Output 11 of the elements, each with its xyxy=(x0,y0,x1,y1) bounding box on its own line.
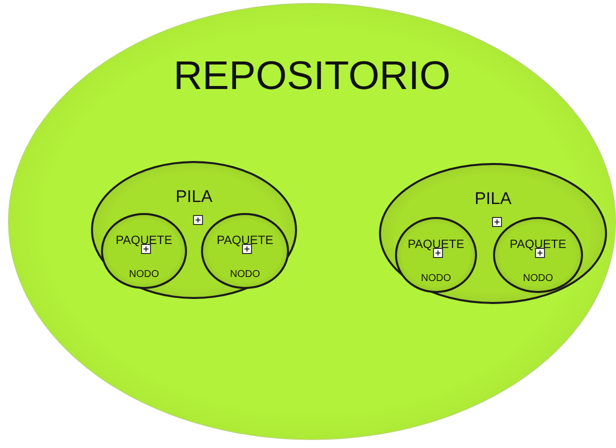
region-label: NODO xyxy=(523,273,553,284)
region-title: PILA xyxy=(176,187,212,207)
region-title: PILA xyxy=(474,189,512,209)
region-title: PAQUETE xyxy=(216,233,274,247)
region-title: REPOSITORIO xyxy=(173,54,451,99)
region-title: PAQUETE xyxy=(510,237,566,251)
region-title: PAQUETE xyxy=(408,237,464,251)
region-label: NODO xyxy=(421,273,451,284)
region-label: NODO xyxy=(230,269,260,280)
region-label: NODO xyxy=(129,269,159,280)
region-title: PAQUETE xyxy=(116,233,172,247)
